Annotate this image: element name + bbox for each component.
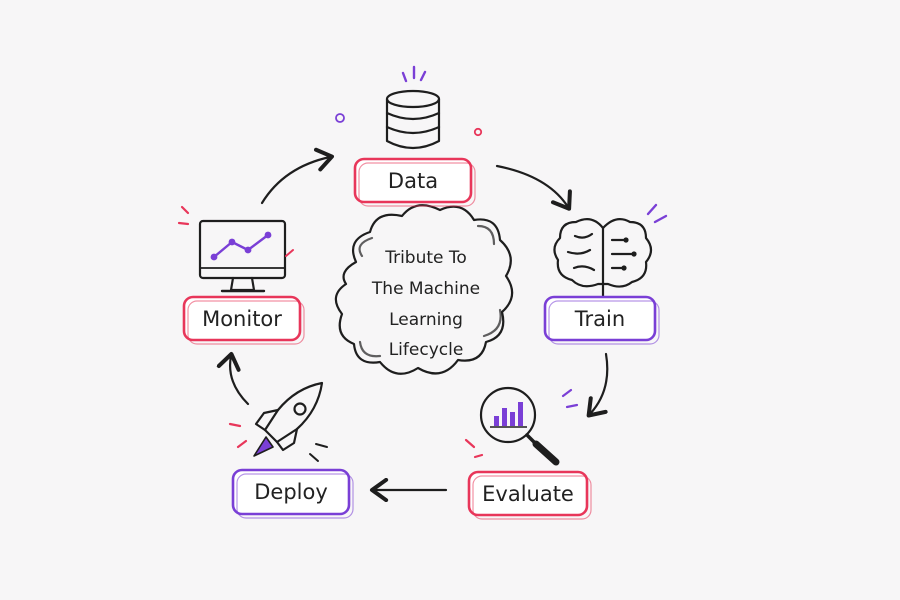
stage-data: Data	[335, 65, 483, 207]
monitor-line-chart-icon	[177, 205, 294, 293]
stage-label-evaluate: Evaluate	[482, 482, 574, 506]
stage-evaluate: Evaluate	[464, 386, 592, 520]
center-title-line-2: The Machine	[371, 279, 480, 299]
center-cloud: Tribute To The Machine Learning Lifecycl…	[334, 204, 514, 375]
center-title-line-1: Tribute To	[384, 248, 467, 268]
arrow-deploy-to-monitor	[216, 352, 250, 406]
arrow-monitor-to-data	[260, 147, 334, 205]
stage-label-data: Data	[388, 169, 438, 193]
center-title-line-3: Learning	[389, 310, 463, 330]
rocket-icon	[228, 381, 328, 462]
stage-deploy: Deploy	[228, 381, 354, 519]
database-icon	[335, 65, 483, 150]
stage-label-monitor: Monitor	[202, 307, 282, 331]
arrow-data-to-train	[495, 164, 572, 211]
stage-label-train: Train	[574, 307, 625, 331]
magnifier-bar-chart-icon	[464, 386, 579, 466]
brain-circuit-icon	[553, 203, 668, 298]
stage-label-deploy: Deploy	[254, 480, 328, 504]
stage-monitor: Monitor	[177, 205, 305, 345]
center-title-line-4: Lifecycle	[389, 340, 464, 360]
stage-train: Train	[543, 203, 668, 345]
arrow-train-to-evaluate	[586, 352, 609, 418]
